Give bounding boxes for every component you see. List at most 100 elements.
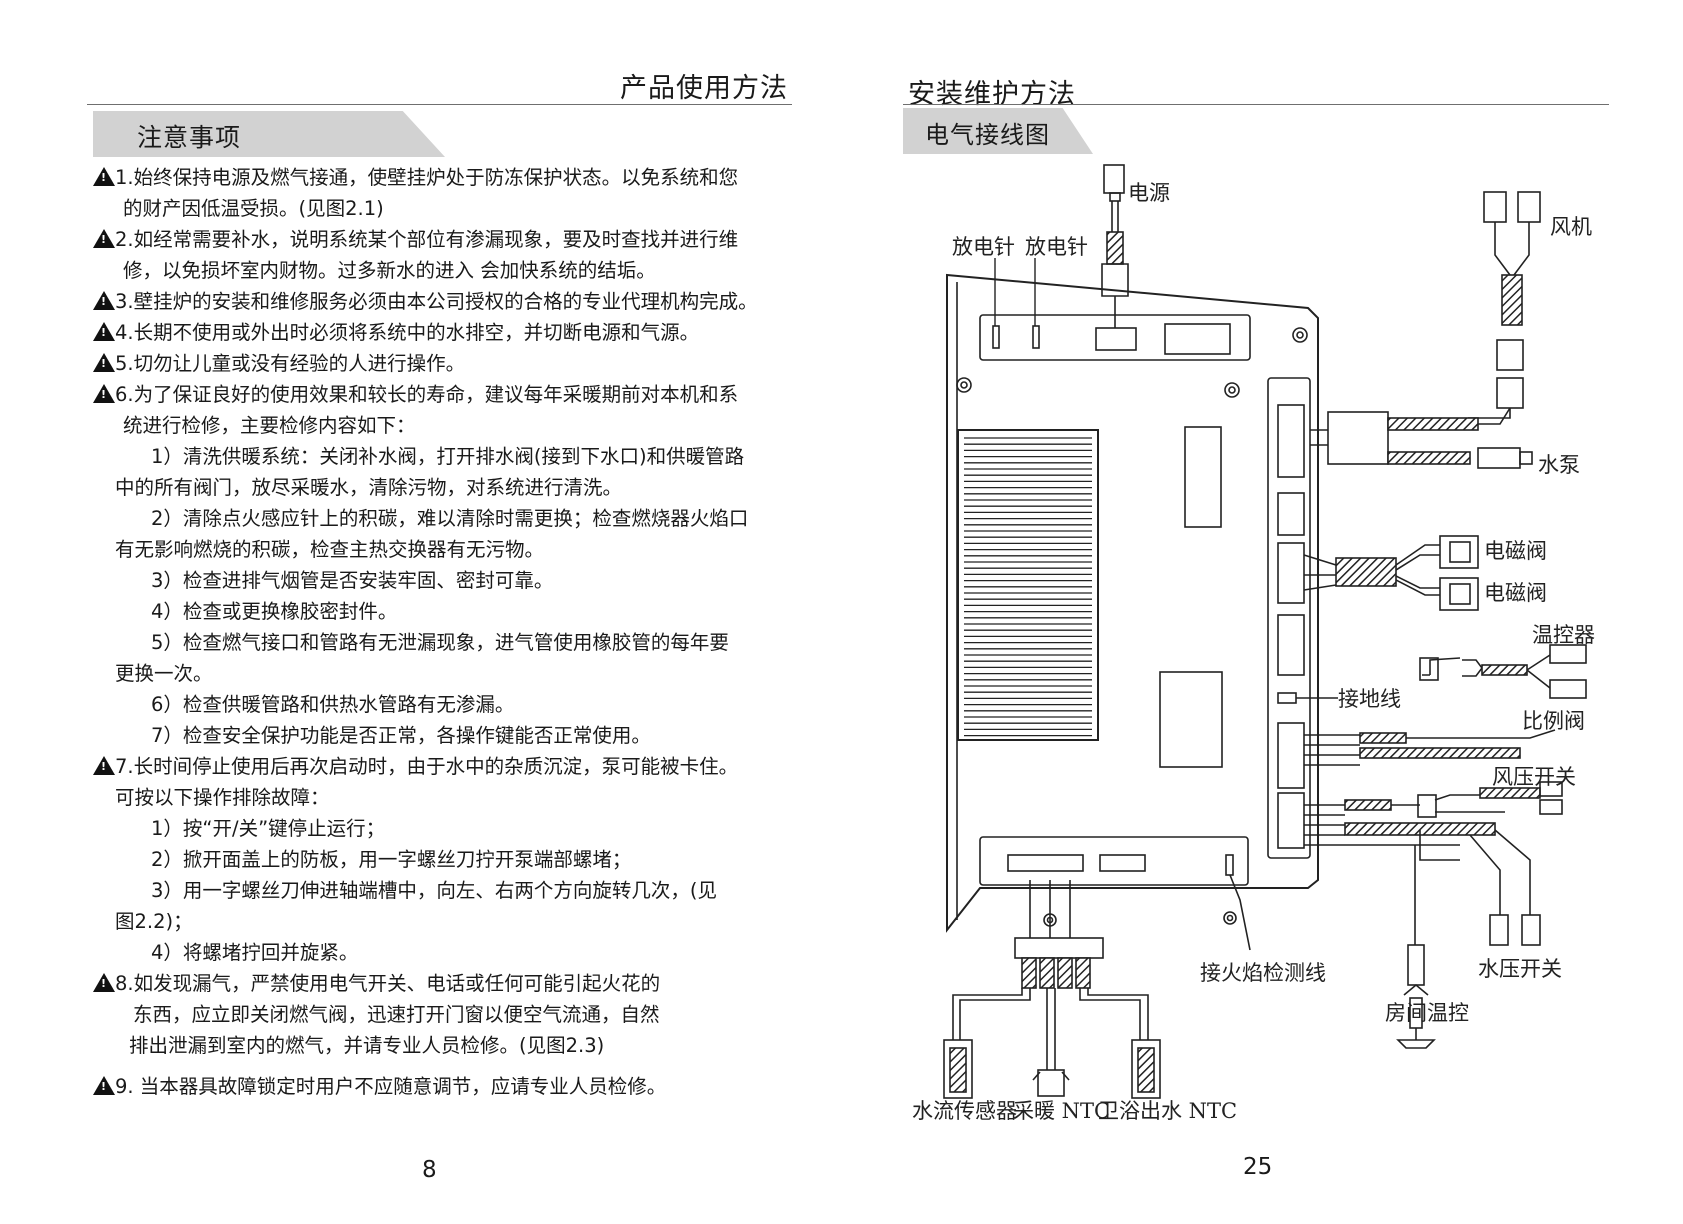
heat-sink <box>957 429 1099 741</box>
precaution-text: 7）检查安全保护功能是否正常，各操作键能否正常使用。 <box>151 724 651 747</box>
precaution-line: 1）按“开/关”键停止运行； <box>93 813 813 844</box>
water-pressure-terminal-1 <box>1489 914 1509 946</box>
left-page-number: 8 <box>422 1157 437 1183</box>
label-water-pressure-switch: 水压开关 <box>1478 957 1562 981</box>
precaution-text: 统进行检修，主要检修内容如下： <box>123 414 416 437</box>
label-thermostat: 温控器 <box>1532 623 1595 647</box>
precaution-text: 6.为了保证良好的使用效果和较长的寿命，建议每年采暖期前对本机和系 <box>115 383 739 406</box>
precaution-line: 2）掀开面盖上的防板，用一字螺丝刀拧开泵端部螺堵； <box>93 844 813 875</box>
precaution-line: 可按以下操作排除故障： <box>93 782 813 813</box>
precaution-text: 3.壁挂炉的安装和维修服务必须由本公司授权的合格的专业代理机构完成。 <box>115 290 758 313</box>
label-ground: 接地线 <box>1338 687 1401 711</box>
precaution-line: 1.始终保持电源及燃气接通，使壁挂炉处于防冻保护状态。以免系统和您 <box>93 162 813 193</box>
ground-tab <box>1277 692 1297 704</box>
left-header-title: 产品使用方法 <box>620 73 788 104</box>
label-flame-detection: 接火焰检测线 <box>1200 961 1326 985</box>
precaution-line: 9. 当本器具故障锁定时用户不应随意调节，应请专业人员检修。 <box>93 1071 813 1102</box>
precaution-text: 图2.2)； <box>115 910 193 933</box>
warning-triangle-icon <box>93 384 115 403</box>
precaution-text: 5）检查燃气接口和管路有无泄漏现象，进气管使用橡胶管的每年要 <box>151 631 729 654</box>
precaution-text: 修，以免损坏室内财物。过多新水的进入 会加快系统的结垢。 <box>123 259 656 282</box>
precaution-text: 中的所有阀门，放尽采暖水，清除污物，对系统进行清洗。 <box>115 476 623 499</box>
label-heating-ntc: 采暖 NTC <box>1013 1099 1110 1123</box>
precaution-text: 6）检查供暖管路和供热水管路有无渗漏。 <box>151 693 515 716</box>
precaution-text: 更换一次。 <box>115 662 213 685</box>
precaution-text: 7.长时间停止使用后再次启动时，由于水中的杂质沉淀，泵可能被卡住。 <box>115 755 739 778</box>
precaution-text: 有无影响燃烧的积碳，检查主热交换器有无污物。 <box>115 538 545 561</box>
water-pressure-terminal-2 <box>1521 914 1541 946</box>
precaution-text: 1.始终保持电源及燃气接通，使壁挂炉处于防冻保护状态。以免系统和您 <box>115 166 739 189</box>
spark-connector-1 <box>992 325 1000 349</box>
right-section-title: 电气接线图 <box>925 121 1050 149</box>
precaution-line: 东西，应立即关闭燃气阀，迅速打开门窗以便空气流通，自然 <box>93 999 813 1030</box>
label-water-flow-sensor: 水流传感器 <box>912 1099 1017 1123</box>
precaution-line: 图2.2)； <box>93 906 813 937</box>
precaution-text: 9. 当本器具故障锁定时用户不应随意调节，应请专业人员检修。 <box>115 1075 667 1098</box>
board-edge <box>946 275 958 930</box>
right-header-rule <box>903 104 1609 105</box>
power-socket <box>1095 327 1137 351</box>
precaution-line: 有无影响燃烧的积碳，检查主热交换器有无污物。 <box>93 534 813 565</box>
precaution-line: 4）将螺堵拧回并旋紧。 <box>93 937 813 968</box>
precaution-line: 7）检查安全保护功能是否正常，各操作键能否正常使用。 <box>93 720 813 751</box>
precaution-text: 3）检查进排气烟管是否安装牢固、密封可靠。 <box>151 569 554 592</box>
precaution-text: 8.如发现漏气，严禁使用电气开关、电话或任何可能引起火花的 <box>115 972 661 995</box>
label-solenoid-2: 电磁阀 <box>1484 581 1547 605</box>
heating-ntc-plug <box>1037 1069 1065 1097</box>
label-room-temp-control: 房间温控 <box>1385 1001 1469 1025</box>
connector-strip <box>1267 377 1311 859</box>
precaution-line: 修，以免损坏室内财物。过多新水的进入 会加快系统的结垢。 <box>93 255 813 286</box>
precaution-text: 东西，应立即关闭燃气阀，迅速打开门窗以便空气流通，自然 <box>133 1003 660 1026</box>
thermostat-terminal-1 <box>1549 644 1587 664</box>
label-dhw-ntc: 卫浴出水 NTC <box>1098 1099 1237 1123</box>
precaution-line: 更换一次。 <box>93 658 813 689</box>
connector-4pin <box>1277 614 1305 676</box>
label-spark-1: 放电针 <box>952 235 1015 259</box>
precaution-line: 的财产因低温受损。(见图2.1) <box>93 193 813 224</box>
solenoid-plug-1 <box>1439 535 1479 569</box>
right-section-tab: 电气接线图 <box>903 108 1093 154</box>
warning-triangle-icon <box>93 353 115 372</box>
screw-hole <box>1224 382 1240 398</box>
spark-connector-2 <box>1032 325 1040 349</box>
warning-triangle-icon <box>93 167 115 186</box>
precaution-line: 统进行检修，主要检修内容如下： <box>93 410 813 441</box>
precaution-text: 排出泄漏到室内的燃气，并请专业人员检修。(见图2.3) <box>129 1034 605 1057</box>
component-block <box>1184 426 1222 528</box>
precaution-text: 2）掀开面盖上的防板，用一字螺丝刀拧开泵端部螺堵； <box>151 848 632 871</box>
warning-triangle-icon <box>93 229 115 248</box>
label-proportional-valve: 比例阀 <box>1522 709 1585 733</box>
bottom-connector-2 <box>1099 854 1146 872</box>
label-fan: 风机 <box>1550 215 1592 239</box>
connector-solenoid <box>1277 542 1305 604</box>
display-window <box>1164 323 1231 355</box>
precaution-text: 的财产因低温受损。(见图2.1) <box>123 197 384 220</box>
label-solenoid-1: 电磁阀 <box>1484 539 1547 563</box>
precaution-line: 4.长期不使用或外出时必须将系统中的水排空，并切断电源和气源。 <box>93 317 813 348</box>
dhw-ntc-plug <box>1131 1039 1161 1099</box>
precaution-line: 8.如发现漏气，严禁使用电气开关、电话或任何可能引起火花的 <box>93 968 813 999</box>
label-air-pressure-switch: 风压开关 <box>1492 765 1576 789</box>
precaution-line: 4）检查或更换橡胶密封件。 <box>93 596 813 627</box>
warning-triangle-icon <box>93 756 115 775</box>
warning-triangle-icon <box>93 973 115 992</box>
bottom-panel <box>979 836 1249 886</box>
pump-plug <box>1477 447 1521 469</box>
precaution-line: 排出泄漏到室内的燃气，并请专业人员检修。(见图2.3) <box>93 1030 813 1061</box>
precaution-line: 5.切勿让儿童或没有经验的人进行操作。 <box>93 348 813 379</box>
left-section-title: 注意事项 <box>137 123 242 152</box>
flame-connector <box>1225 854 1234 876</box>
warning-triangle-icon <box>93 291 115 310</box>
thermostat-terminal-2 <box>1549 679 1587 699</box>
screw-hole <box>1292 327 1308 343</box>
precaution-line: 2.如经常需要补水，说明系统某个部位有渗漏现象，要及时查找并进行维 <box>93 224 813 255</box>
precaution-line: 5）检查燃气接口和管路有无泄漏现象，进气管使用橡胶管的每年要 <box>93 627 813 658</box>
screw-hole <box>1223 911 1237 925</box>
precautions-list: 1.始终保持电源及燃气接通，使壁挂炉处于防冻保护状态。以免系统和您的财产因低温受… <box>93 162 813 1102</box>
screw-hole <box>956 377 972 393</box>
precaution-line: 7.长时间停止使用后再次启动时，由于水中的杂质沉淀，泵可能被卡住。 <box>93 751 813 782</box>
connector-mid <box>1277 492 1305 536</box>
fan-plug-2 <box>1517 191 1541 223</box>
precaution-text: 4.长期不使用或外出时必须将系统中的水排空，并切断电源和气源。 <box>115 321 700 344</box>
